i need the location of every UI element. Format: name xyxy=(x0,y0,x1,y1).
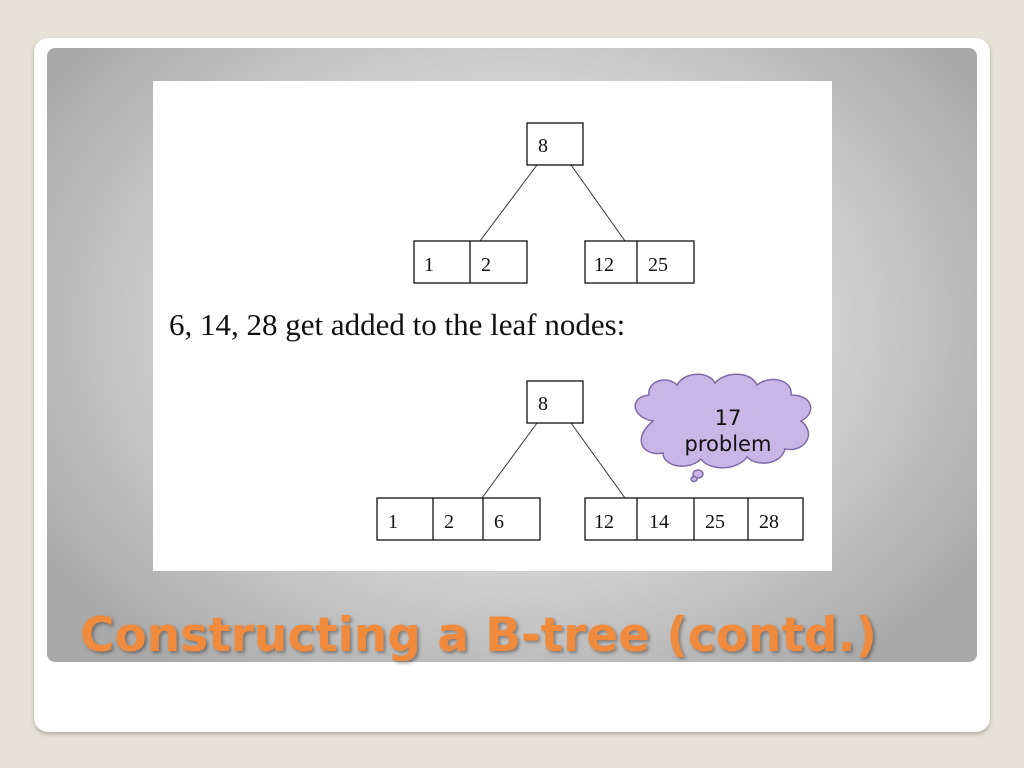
thought-cloud-line-1: 17 xyxy=(714,406,742,430)
tree2-edge-left xyxy=(481,422,538,499)
thought-cloud-text: 17 problem xyxy=(666,405,790,457)
tree1-leaf-right xyxy=(584,240,695,284)
thought-cloud-line-2: problem xyxy=(684,432,772,456)
tree2-leaf-right-key-3: 25 xyxy=(705,511,725,533)
tree1-leaf-right-key-2: 25 xyxy=(648,254,668,276)
b-tree-figure: 8 1 2 12 25 8 1 2 6 12 14 25 28 xyxy=(153,81,832,571)
tree1-leaf-left-key-2: 2 xyxy=(481,254,491,276)
slide-title: Constructing a B-tree (contd.) xyxy=(80,608,877,663)
thought-cloud-callout xyxy=(634,373,812,483)
thought-cloud-bubble-small xyxy=(690,475,698,483)
tree2-leaf-right-key-2: 14 xyxy=(649,511,669,533)
tree1-edge-right xyxy=(570,164,626,242)
tree1-edge-left xyxy=(479,164,538,242)
tree2-leaf-right-key-4: 28 xyxy=(759,511,779,533)
tree2-leaf-left xyxy=(376,497,541,541)
tree2-leaf-left-key-1: 1 xyxy=(388,511,398,533)
thought-cloud-shape xyxy=(634,373,812,469)
tree2-leaf-left-key-3: 6 xyxy=(494,511,504,533)
tree2-root-node xyxy=(526,380,584,424)
diagram-caption: 6, 14, 28 get added to the leaf nodes: xyxy=(169,307,626,342)
tree2-leaf-right-key-1: 12 xyxy=(594,511,614,533)
tree2-root-key: 8 xyxy=(538,393,548,415)
tree1-root-node xyxy=(526,122,584,166)
tree1-leaf-left-key-1: 1 xyxy=(424,254,434,276)
b-tree-diagram: 8 1 2 12 25 8 1 2 6 12 14 25 28 xyxy=(376,122,812,541)
tree2-edge-right xyxy=(570,422,626,499)
tree2-leaf-left-key-2: 2 xyxy=(444,511,454,533)
tree1-leaf-right-key-1: 12 xyxy=(594,254,614,276)
tree1-root-key: 8 xyxy=(538,135,548,157)
